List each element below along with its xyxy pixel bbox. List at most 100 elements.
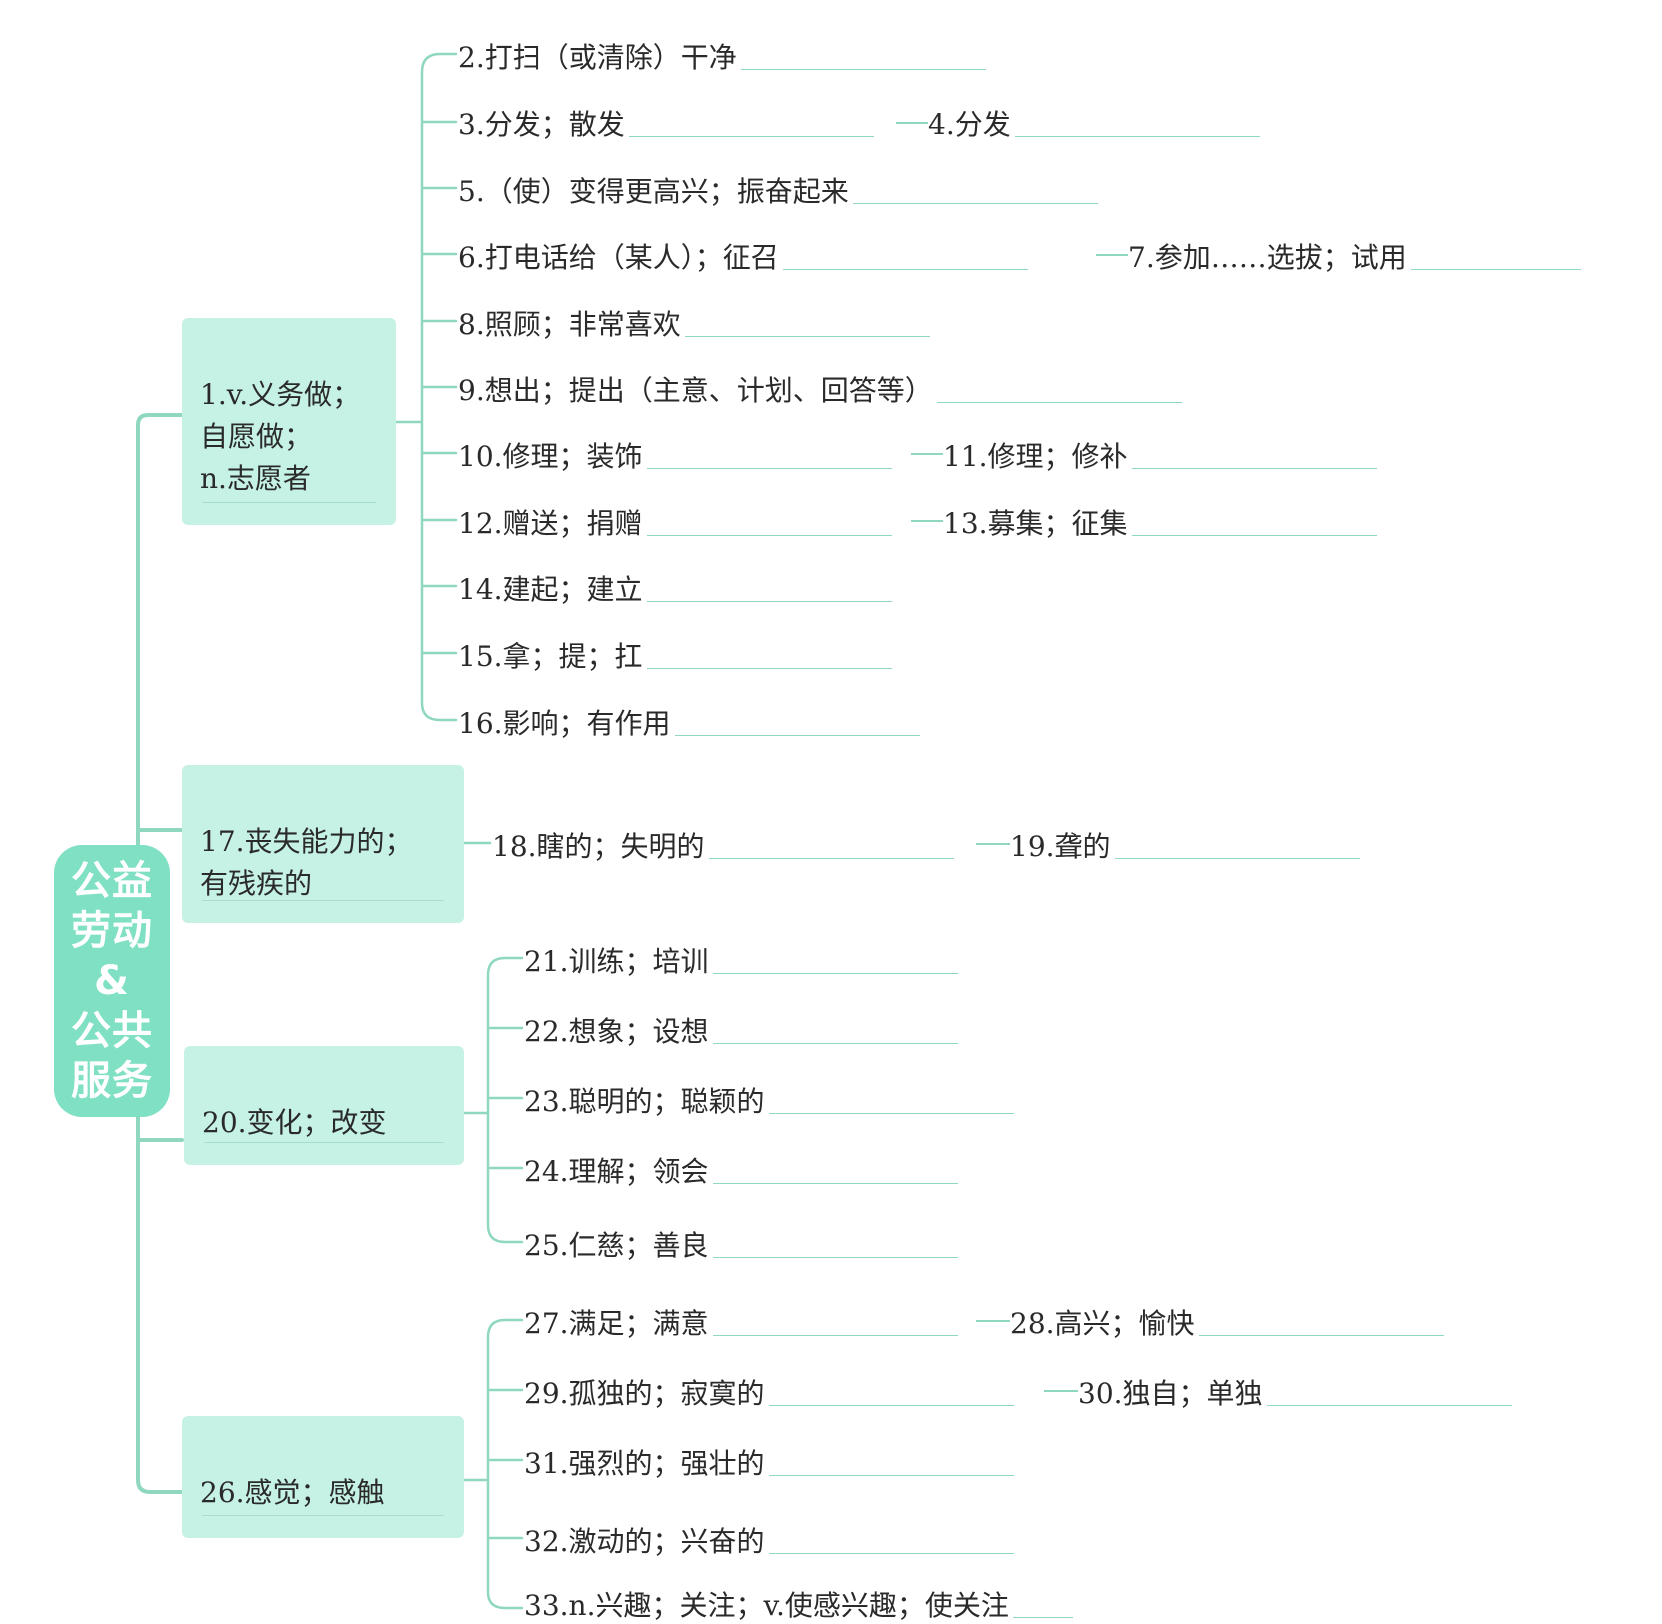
item-label: 23.聪明的；聪颖的	[524, 1085, 765, 1118]
category-label: 17.丧失能力的； 有残疾的	[200, 825, 413, 900]
answer-blank	[768, 1405, 1014, 1406]
item-label: 29.孤独的；寂寞的	[524, 1377, 765, 1410]
item-5: 5.（使）变得更高兴；振奋起来	[458, 170, 1098, 210]
item-29: 29.孤独的；寂寞的	[524, 1372, 1014, 1412]
category-label: 20.变化；改变	[202, 1106, 387, 1139]
item-label: 31.强烈的；强壮的	[524, 1447, 765, 1480]
item-23: 23.聪明的；聪颖的	[524, 1080, 1014, 1120]
item-16: 16.影响；有作用	[458, 702, 920, 742]
answer-blank	[782, 269, 1028, 270]
item-13: 13.募集；征集	[943, 502, 1377, 542]
answer-blank	[712, 1183, 958, 1184]
item-label: 11.修理；修补	[943, 440, 1128, 473]
item-19: 19.聋的	[1010, 825, 1360, 865]
item-11: 11.修理；修补	[943, 435, 1377, 475]
answer-blank	[1012, 1617, 1073, 1618]
item-12: 12.赠送；捐赠	[458, 502, 892, 542]
item-14: 14.建起；建立	[458, 568, 892, 608]
connector	[896, 122, 928, 124]
branch-line-26	[462, 1318, 524, 1610]
branch-line-1	[394, 52, 458, 722]
answer-blank	[674, 735, 920, 736]
root-node: 公益 劳动 & 公共 服务	[54, 845, 170, 1117]
answer-blank	[1266, 1405, 1512, 1406]
item-6: 6.打电话给（某人）；征召	[458, 236, 1028, 276]
answer-blank	[768, 1113, 1014, 1114]
item-label: 15.拿；提；扛	[458, 640, 643, 673]
answer-blank	[1131, 468, 1377, 469]
answer-blank	[204, 1142, 444, 1143]
answer-blank	[708, 858, 954, 859]
item-label: 6.打电话给（某人）；征召	[458, 241, 779, 274]
item-label: 3.分发；散发	[458, 108, 625, 141]
item-label: 30.独自；单独	[1078, 1377, 1263, 1410]
answer-blank	[646, 535, 892, 536]
item-label: 33.n.兴趣；关注；v.使感兴趣；使关注	[524, 1589, 1009, 1622]
connector	[976, 843, 1010, 845]
item-label: 12.赠送；捐赠	[458, 507, 643, 540]
item-label: 8.照顾；非常喜欢	[458, 308, 681, 341]
answer-blank	[202, 1515, 444, 1516]
item-label: 25.仁慈；善良	[524, 1229, 709, 1262]
item-label: 10.修理；装饰	[458, 440, 643, 473]
item-27: 27.满足；满意	[524, 1302, 958, 1342]
connector	[1096, 254, 1128, 256]
item-32: 32.激动的；兴奋的	[524, 1520, 1014, 1560]
category-label: 1.v.义务做； 自愿做； n.志愿者	[200, 378, 361, 495]
answer-blank	[628, 136, 874, 137]
item-4: 4.分发	[928, 103, 1260, 143]
item-7: 7.参加……选拔；试用	[1128, 236, 1581, 276]
item-label: 32.激动的；兴奋的	[524, 1525, 765, 1558]
item-label: 2.打扫（或清除）干净	[458, 41, 737, 74]
answer-blank	[1114, 858, 1360, 859]
item-label: 16.影响；有作用	[458, 707, 671, 740]
category-disabled: 17.丧失能力的； 有残疾的	[182, 765, 464, 923]
item-10: 10.修理；装饰	[458, 435, 892, 475]
category-change: 20.变化；改变	[184, 1046, 464, 1165]
answer-blank	[1410, 269, 1581, 270]
category-label: 26.感觉；感触	[200, 1476, 385, 1509]
answer-blank	[202, 502, 376, 503]
item-label: 19.聋的	[1010, 830, 1111, 863]
answer-blank	[202, 900, 444, 901]
answer-blank	[936, 402, 1182, 403]
item-label: 18.瞎的；失明的	[492, 830, 705, 863]
connector	[976, 1320, 1010, 1322]
trunk-line	[136, 413, 184, 1494]
answer-blank	[712, 1043, 958, 1044]
answer-blank	[712, 1257, 958, 1258]
item-label: 21.训练；培训	[524, 945, 709, 978]
item-2: 2.打扫（或清除）干净	[458, 36, 986, 76]
item-label: 13.募集；征集	[943, 507, 1128, 540]
answer-blank	[768, 1475, 1014, 1476]
item-8: 8.照顾；非常喜欢	[458, 303, 930, 343]
item-label: 24.理解；领会	[524, 1155, 709, 1188]
answer-blank	[646, 601, 892, 602]
item-label: 14.建起；建立	[458, 573, 643, 606]
category-volunteer: 1.v.义务做； 自愿做； n.志愿者	[182, 318, 396, 525]
answer-blank	[646, 468, 892, 469]
answer-blank	[712, 973, 958, 974]
category-feel: 26.感觉；感触	[182, 1416, 464, 1538]
item-label: 27.满足；满意	[524, 1307, 709, 1340]
item-label: 5.（使）变得更高兴；振奋起来	[458, 175, 849, 208]
item-label: 9.想出；提出（主意、计划、回答等）	[458, 374, 933, 407]
item-18: 18.瞎的；失明的	[492, 825, 954, 865]
item-24: 24.理解；领会	[524, 1150, 958, 1190]
answer-blank	[1198, 1335, 1444, 1336]
answer-blank	[740, 69, 986, 70]
connector	[911, 453, 943, 455]
item-label: 28.高兴；愉快	[1010, 1307, 1195, 1340]
answer-blank	[646, 668, 892, 669]
item-31: 31.强烈的；强壮的	[524, 1442, 1014, 1482]
item-25: 25.仁慈；善良	[524, 1224, 958, 1264]
item-label: 22.想象；设想	[524, 1015, 709, 1048]
item-30: 30.独自；单独	[1078, 1372, 1512, 1412]
answer-blank	[712, 1335, 958, 1336]
root-title: 公益 劳动 & 公共 服务	[71, 858, 153, 1104]
answer-blank	[684, 336, 930, 337]
item-label: 4.分发	[928, 108, 1011, 141]
item-label: 7.参加……选拔；试用	[1128, 241, 1407, 274]
item-9: 9.想出；提出（主意、计划、回答等）	[458, 369, 1182, 409]
